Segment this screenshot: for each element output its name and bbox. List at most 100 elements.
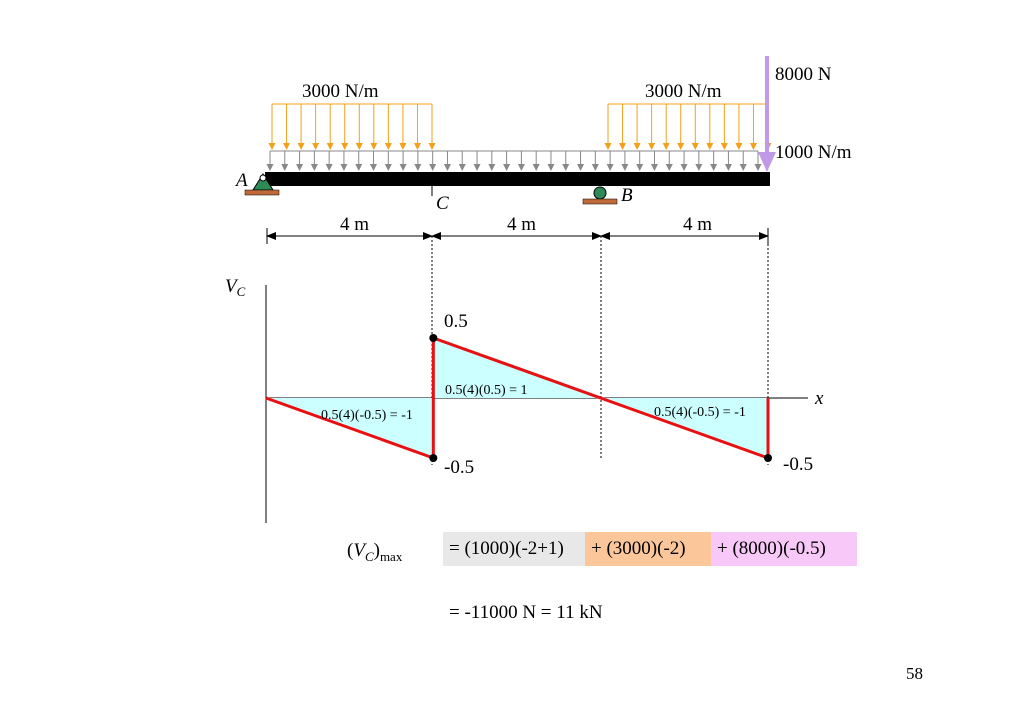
udl-3000-right-arrow <box>633 104 641 150</box>
il-segment-right <box>432 336 769 460</box>
udl-left-label: 3000 N/m <box>302 81 379 102</box>
udl-1000-arrow <box>591 151 599 171</box>
udl-3000-left-arrow <box>399 104 407 150</box>
udl-3000-left-arrow <box>268 104 276 150</box>
il-point-bottom-mid <box>429 454 438 462</box>
equation-term-8000: + (8000)(-0.5) <box>711 532 857 566</box>
equation-lhs-suffix: max <box>379 548 403 564</box>
udl-1000-arrow <box>414 151 422 171</box>
udl-1000-arrow <box>665 151 673 171</box>
udl-3000-right-arrow <box>749 104 757 150</box>
udl-3000-left-arrow <box>355 104 363 150</box>
udl-1000-arrow <box>503 151 511 171</box>
page-number: 58 <box>906 664 923 683</box>
udl-1000-arrows <box>266 150 762 171</box>
udl-1000-arrow <box>517 151 525 171</box>
equation-term-1000: = (1000)(-2+1) <box>443 532 585 566</box>
udl-1000-arrow <box>710 151 718 171</box>
udl-1000-arrow <box>310 151 318 171</box>
udl-1000-arrow <box>399 151 407 171</box>
udl-1000-arrow <box>695 151 703 171</box>
udl-3000-right-arrows <box>604 103 772 150</box>
udl-1000-arrow <box>340 151 348 171</box>
roller-support-b <box>582 186 618 205</box>
udl-1000-arrow <box>488 151 496 171</box>
udl-1000-arrow <box>621 151 629 171</box>
udl-3000-left-arrows <box>268 103 436 150</box>
il-point-top <box>429 334 438 342</box>
udl-3000-right-arrow <box>691 104 699 150</box>
il-point-bottom-right <box>764 454 772 462</box>
udl-1000-arrow <box>754 151 762 171</box>
udl-1000-arrow <box>384 151 392 171</box>
udl-1000-arrow <box>680 151 688 171</box>
il-y-label: VC <box>225 276 246 299</box>
value-label-bottom-right: -0.5 <box>783 454 813 475</box>
equation-term-3000: + (3000)(-2) <box>585 532 711 566</box>
point-load-label: 8000 N <box>775 64 832 85</box>
point-load-arrow <box>758 56 776 172</box>
udl-3000-right-arrow <box>677 104 685 150</box>
udl-right-label: 3000 N/m <box>645 81 722 102</box>
equation-result: = -11000 N = 11 kN <box>449 602 603 623</box>
udl-3000-right-arrow <box>604 104 612 150</box>
udl-1000-arrow <box>355 151 363 171</box>
udl-1000-arrow <box>547 151 555 171</box>
span-label-2: 4 m <box>507 214 536 235</box>
label-b: B <box>621 185 633 206</box>
guide-lines <box>431 236 769 465</box>
udl-3000-left-arrow <box>413 104 421 150</box>
udl-3000-left-arrow <box>297 104 305 150</box>
udl-1000-arrow <box>577 151 585 171</box>
udl-1000-arrow <box>739 151 747 171</box>
udl-1000-arrow <box>281 151 289 171</box>
udl-3000-left-arrow <box>341 104 349 150</box>
value-label-top: 0.5 <box>444 311 468 332</box>
udl-1000-arrow <box>370 151 378 171</box>
udl-3000-right-arrow <box>706 104 714 150</box>
udl-1000-arrow <box>532 151 540 171</box>
udl-3000-left-arrow <box>312 104 320 150</box>
udl-1000-arrow <box>296 151 304 171</box>
udl-1000-arrow <box>562 151 570 171</box>
udl-3000-right-arrow <box>648 104 656 150</box>
udl-3000-right-arrow <box>662 104 670 150</box>
udl-1000-arrow <box>724 151 732 171</box>
udl-3000-right-arrow <box>720 104 728 150</box>
dimension-lines <box>266 228 769 244</box>
il-x-label: x <box>814 388 824 409</box>
equation-lhs-symbol: V <box>353 540 365 561</box>
label-c: C <box>436 193 449 214</box>
udl-1000-arrow <box>443 151 451 171</box>
udl-1000-arrow <box>473 151 481 171</box>
influence-line-plot <box>265 334 772 462</box>
span-label-3: 4 m <box>683 214 712 235</box>
beam <box>265 172 770 186</box>
value-label-bottom-mid: -0.5 <box>444 457 474 478</box>
label-a: A <box>234 170 248 191</box>
udl-3000-right-arrow <box>735 104 743 150</box>
udl-3000-left-arrow <box>370 104 378 150</box>
span-label-1: 4 m <box>340 214 369 235</box>
udl-3000-left-arrow <box>384 104 392 150</box>
udl-1000-arrow <box>325 151 333 171</box>
area-label-right: 0.5(4)(-0.5) = -1 <box>654 405 746 420</box>
udl-3000-right-arrow <box>619 104 627 150</box>
udl-1000-arrow <box>606 151 614 171</box>
equation-lhs-sub: C <box>364 548 374 564</box>
udl-full-label: 1000 N/m <box>775 142 852 163</box>
area-label-left: 0.5(4)(-0.5) = -1 <box>321 408 413 423</box>
udl-3000-left-arrow <box>283 104 291 150</box>
udl-3000-left-arrow <box>428 104 436 150</box>
udl-1000-arrow <box>650 151 658 171</box>
equation-lhs: (VC)max <box>347 540 403 564</box>
udl-1000-arrow <box>458 151 466 171</box>
udl-3000-left-arrow <box>326 104 334 150</box>
udl-1000-arrow <box>429 151 437 171</box>
il-segment-left <box>265 396 434 460</box>
udl-1000-arrow <box>266 151 274 171</box>
area-label-mid: 0.5(4)(0.5) = 1 <box>445 383 528 398</box>
pin-support-a <box>244 173 280 196</box>
udl-1000-arrow <box>636 151 644 171</box>
